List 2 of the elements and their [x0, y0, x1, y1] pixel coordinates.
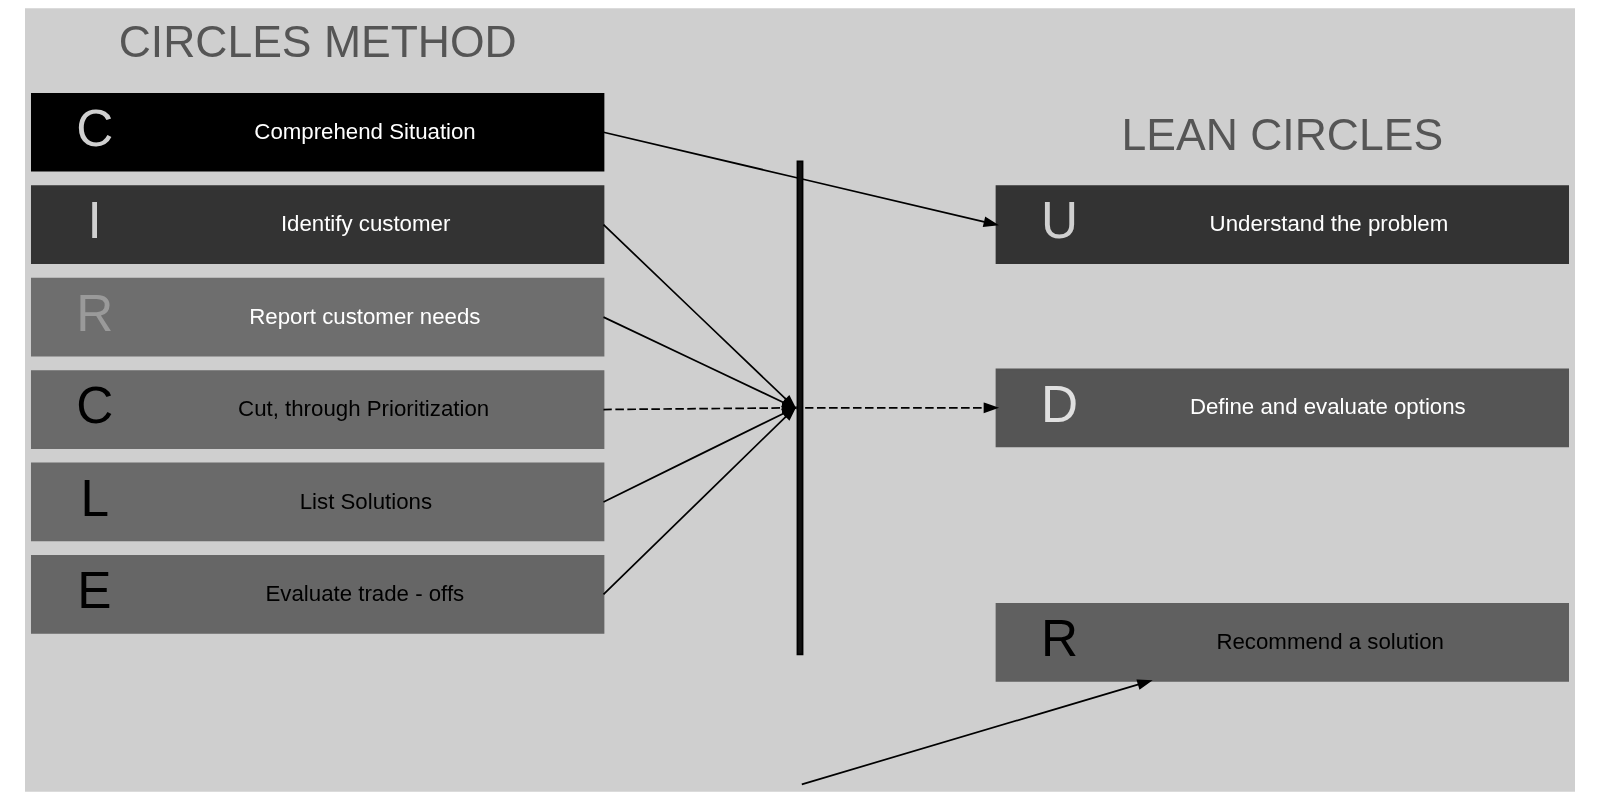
label: CIRCLES METHOD — [118, 17, 517, 67]
label: LEAN CIRCLES — [1121, 109, 1444, 159]
